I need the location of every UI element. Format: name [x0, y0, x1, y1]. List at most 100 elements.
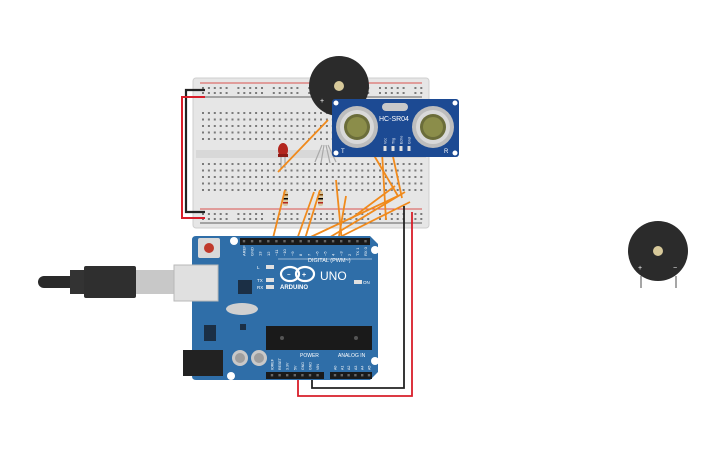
usb-cable[interactable]: [38, 266, 174, 298]
power-label: POWER: [300, 353, 319, 359]
power-pin-label: RESET: [278, 357, 282, 370]
power-pin-label: 5V: [293, 365, 297, 370]
digital-pin[interactable]: [356, 240, 359, 243]
digital-pin-label: 4: [331, 253, 336, 256]
status-led: [266, 265, 274, 269]
digital-pin-label: ~9: [290, 251, 295, 256]
crystal: [226, 303, 258, 315]
analog-pin-label: A2: [347, 366, 351, 370]
analog-pin[interactable]: [367, 374, 371, 377]
power-pin[interactable]: [293, 374, 296, 377]
reset-button[interactable]: [204, 243, 214, 253]
analog-pin-label: A1: [340, 366, 344, 370]
arduino-logo: − +: [279, 265, 316, 283]
buzzer-standalone[interactable]: + −: [628, 221, 688, 288]
digital-pin[interactable]: [291, 240, 294, 243]
sensor-r-mark: R: [444, 149, 449, 155]
ultrasonic-sensor[interactable]: HC-SR04 T R Vcc Trig Echo Gnd: [332, 99, 459, 157]
digital-label: DIGITAL (PWM~): [308, 258, 351, 264]
digital-pin[interactable]: [315, 240, 319, 243]
digital-pin-label: ~5: [323, 251, 328, 256]
transducer-right: [412, 106, 454, 148]
power-pin-label: GND: [309, 362, 313, 370]
power-rail-wire-left[interactable]: [181, 96, 205, 219]
sensor-pin[interactable]: [391, 146, 395, 151]
digital-pin[interactable]: [348, 240, 351, 243]
digital-pin-label: 8: [298, 253, 303, 256]
digital-pin[interactable]: [250, 240, 254, 243]
sensor-pin-label: Gnd: [408, 137, 412, 144]
signal-wires[interactable]: [271, 119, 411, 243]
usb-chip: [238, 280, 252, 294]
gnd-wire[interactable]: [311, 206, 405, 389]
digital-pin-label: ~11: [274, 249, 279, 256]
sensor-pin-label: Echo: [400, 136, 404, 144]
analog-pin-label: A4: [361, 366, 365, 370]
5v-wire[interactable]: [297, 212, 413, 397]
svg-text:−: −: [287, 273, 291, 279]
digital-pin-label: GND: [250, 247, 255, 256]
power-pin[interactable]: [270, 374, 274, 377]
digital-pin-label: AREF: [242, 245, 247, 256]
status-led: [266, 285, 274, 289]
red-led[interactable]: [278, 143, 288, 168]
sensor-pin[interactable]: [407, 146, 411, 151]
digital-pin[interactable]: [331, 240, 335, 243]
status-led-label: L: [257, 265, 260, 270]
analog-header[interactable]: [330, 372, 372, 379]
power-pin[interactable]: [316, 374, 319, 377]
power-pin-label: 3.3V: [286, 362, 290, 370]
sensor-pin-label: Vcc: [384, 138, 388, 144]
digital-pin[interactable]: [340, 240, 343, 243]
buzzer-plus-label: +: [320, 98, 324, 105]
digital-pin[interactable]: [267, 240, 270, 243]
power-pin-label: IOREF: [271, 358, 275, 370]
digital-pin-label: 7: [306, 253, 311, 256]
digital-header[interactable]: [240, 238, 370, 245]
power-pin[interactable]: [308, 374, 312, 377]
digital-pin[interactable]: [364, 240, 367, 243]
power-pin-label: VIN: [316, 364, 320, 370]
digital-pin[interactable]: [275, 240, 278, 243]
status-led-label: TX: [257, 278, 263, 283]
power-pin[interactable]: [286, 374, 289, 377]
sensor-model-label: HC-SR04: [379, 116, 409, 123]
sensor-t-mark: T: [341, 149, 345, 155]
on-led-label: ON: [363, 280, 370, 285]
digital-pin-label: RX 0: [363, 246, 368, 256]
power-pin[interactable]: [278, 374, 281, 377]
digital-pin[interactable]: [242, 240, 246, 243]
buzzer2-minus-label: −: [673, 265, 677, 272]
analog-pin-label: A0: [334, 366, 338, 370]
digital-pin-label: ~10: [282, 248, 287, 256]
status-led: [266, 278, 274, 282]
digital-pin[interactable]: [259, 240, 262, 243]
analog-pin[interactable]: [361, 374, 364, 377]
digital-pin-label: 2: [347, 253, 352, 256]
power-jack[interactable]: [183, 350, 223, 376]
digital-pin[interactable]: [307, 240, 310, 243]
digital-pin[interactable]: [299, 240, 302, 243]
analog-pin-label: A3: [354, 366, 358, 370]
digital-pin-label: 13: [258, 251, 263, 256]
analog-pin[interactable]: [347, 374, 350, 377]
digital-pin[interactable]: [323, 240, 327, 243]
digital-pin-label: ~3: [339, 251, 344, 256]
board-brand-label: ARDUINO: [280, 285, 308, 291]
sensor-pin[interactable]: [383, 146, 387, 151]
digital-pin-label: TX 1: [355, 247, 360, 256]
power-pin-label: GND: [301, 362, 305, 370]
analog-pin[interactable]: [333, 374, 337, 377]
analog-pin[interactable]: [340, 374, 343, 377]
analog-pin[interactable]: [354, 374, 357, 377]
usb-port[interactable]: [173, 264, 219, 302]
gnd-rail-wire[interactable]: [184, 88, 205, 214]
power-pin[interactable]: [301, 374, 304, 377]
sensor-pin-label: Trig: [392, 138, 396, 144]
digital-pin[interactable]: [283, 240, 286, 243]
sensor-pin[interactable]: [399, 146, 403, 151]
